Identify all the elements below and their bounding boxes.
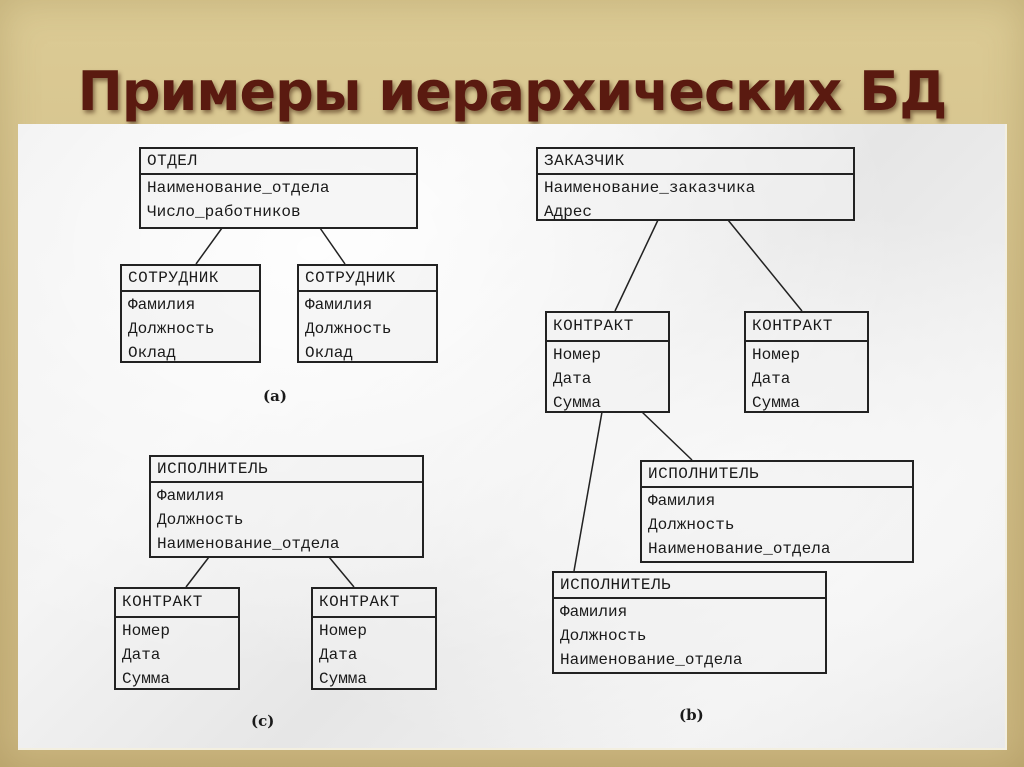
connector-b-root-left [614, 219, 659, 312]
entity-field: Дата [122, 646, 161, 664]
connector-b-contract-right [641, 411, 693, 461]
entity-field: Фамилия [648, 492, 716, 510]
entity-field: Сумма [553, 394, 602, 412]
connector-c-left [185, 556, 210, 588]
entity-header: КОНТРАКТ [313, 589, 435, 618]
entity-field: Наименование_отдела [648, 540, 831, 558]
connector-b-contract-bottom [573, 411, 603, 572]
entity-ispolnitel-c: ИСПОЛНИТЕЛЬ Фамилия Должность Наименован… [149, 455, 424, 558]
entity-field: Сумма [122, 670, 171, 688]
entity-header: СОТРУДНИК [299, 266, 436, 292]
connector-a-right [319, 227, 346, 265]
entity-field: Номер [553, 346, 602, 364]
entity-ispolnitel-b-right: ИСПОЛНИТЕЛЬ Фамилия Должность Наименован… [640, 460, 914, 563]
entity-kontrakt-c-left: КОНТРАКТ Номер Дата Сумма [114, 587, 240, 690]
entity-field: Номер [752, 346, 801, 364]
connector-b-root-right [727, 219, 803, 312]
slide-title: Примеры иерархических БД [77, 60, 948, 123]
entity-field: Сумма [319, 670, 368, 688]
entity-kontrakt-b-left: КОНТРАКТ Номер Дата Сумма [545, 311, 670, 413]
entity-ispolnitel-b-bottom: ИСПОЛНИТЕЛЬ Фамилия Должность Наименован… [552, 571, 827, 674]
entity-kontrakt-c-right: КОНТРАКТ Номер Дата Сумма [311, 587, 437, 690]
connector-c-right [328, 556, 355, 588]
entity-field: Должность [157, 511, 244, 529]
diagram-label-c: (c) [251, 712, 275, 730]
entity-header: КОНТРАКТ [547, 313, 668, 342]
entity-otdel: ОТДЕЛ Наименование_отдела Число_работник… [139, 147, 418, 229]
entity-header: ЗАКАЗЧИК [538, 149, 853, 175]
entity-field: Должность [128, 320, 215, 338]
entity-zakazchik: ЗАКАЗЧИК Наименование_заказчика Адрес [536, 147, 855, 221]
entity-header: КОНТРАКТ [116, 589, 238, 618]
entity-header: СОТРУДНИК [122, 266, 259, 292]
entity-field: Номер [319, 622, 368, 640]
entity-field: Наименование_заказчика [544, 179, 756, 197]
entity-header: ИСПОЛНИТЕЛЬ [151, 457, 422, 483]
connector-a-left [195, 227, 223, 265]
entity-header: ОТДЕЛ [141, 149, 416, 175]
entity-field: Дата [553, 370, 592, 388]
entity-field: Наименование_отдела [157, 535, 340, 553]
entity-field: Сумма [752, 394, 801, 412]
entity-field: Фамилия [560, 603, 628, 621]
entity-sotrudnik-right: СОТРУДНИК Фамилия Должность Оклад [297, 264, 438, 363]
entity-field: Дата [319, 646, 358, 664]
entity-field: Оклад [305, 344, 354, 362]
entity-header: ИСПОЛНИТЕЛЬ [642, 462, 912, 488]
entity-field: Должность [648, 516, 735, 534]
entity-field: Должность [305, 320, 392, 338]
entity-field: Оклад [128, 344, 177, 362]
entity-field: Наименование_отдела [147, 179, 330, 197]
entity-field: Фамилия [305, 296, 373, 314]
entity-field: Число_работников [147, 203, 301, 221]
entity-field: Должность [560, 627, 647, 645]
diagram-label-a: (a) [263, 387, 287, 405]
entity-field: Фамилия [157, 487, 225, 505]
entity-field: Адрес [544, 203, 593, 221]
entity-field: Номер [122, 622, 171, 640]
entity-kontrakt-b-right: КОНТРАКТ Номер Дата Сумма [744, 311, 869, 413]
entity-field: Фамилия [128, 296, 196, 314]
entity-header: ИСПОЛНИТЕЛЬ [554, 573, 825, 599]
diagram-label-b: (b) [679, 706, 704, 724]
entity-header: КОНТРАКТ [746, 313, 867, 342]
entity-field: Дата [752, 370, 791, 388]
entity-sotrudnik-left: СОТРУДНИК Фамилия Должность Оклад [120, 264, 261, 363]
entity-field: Наименование_отдела [560, 651, 743, 669]
